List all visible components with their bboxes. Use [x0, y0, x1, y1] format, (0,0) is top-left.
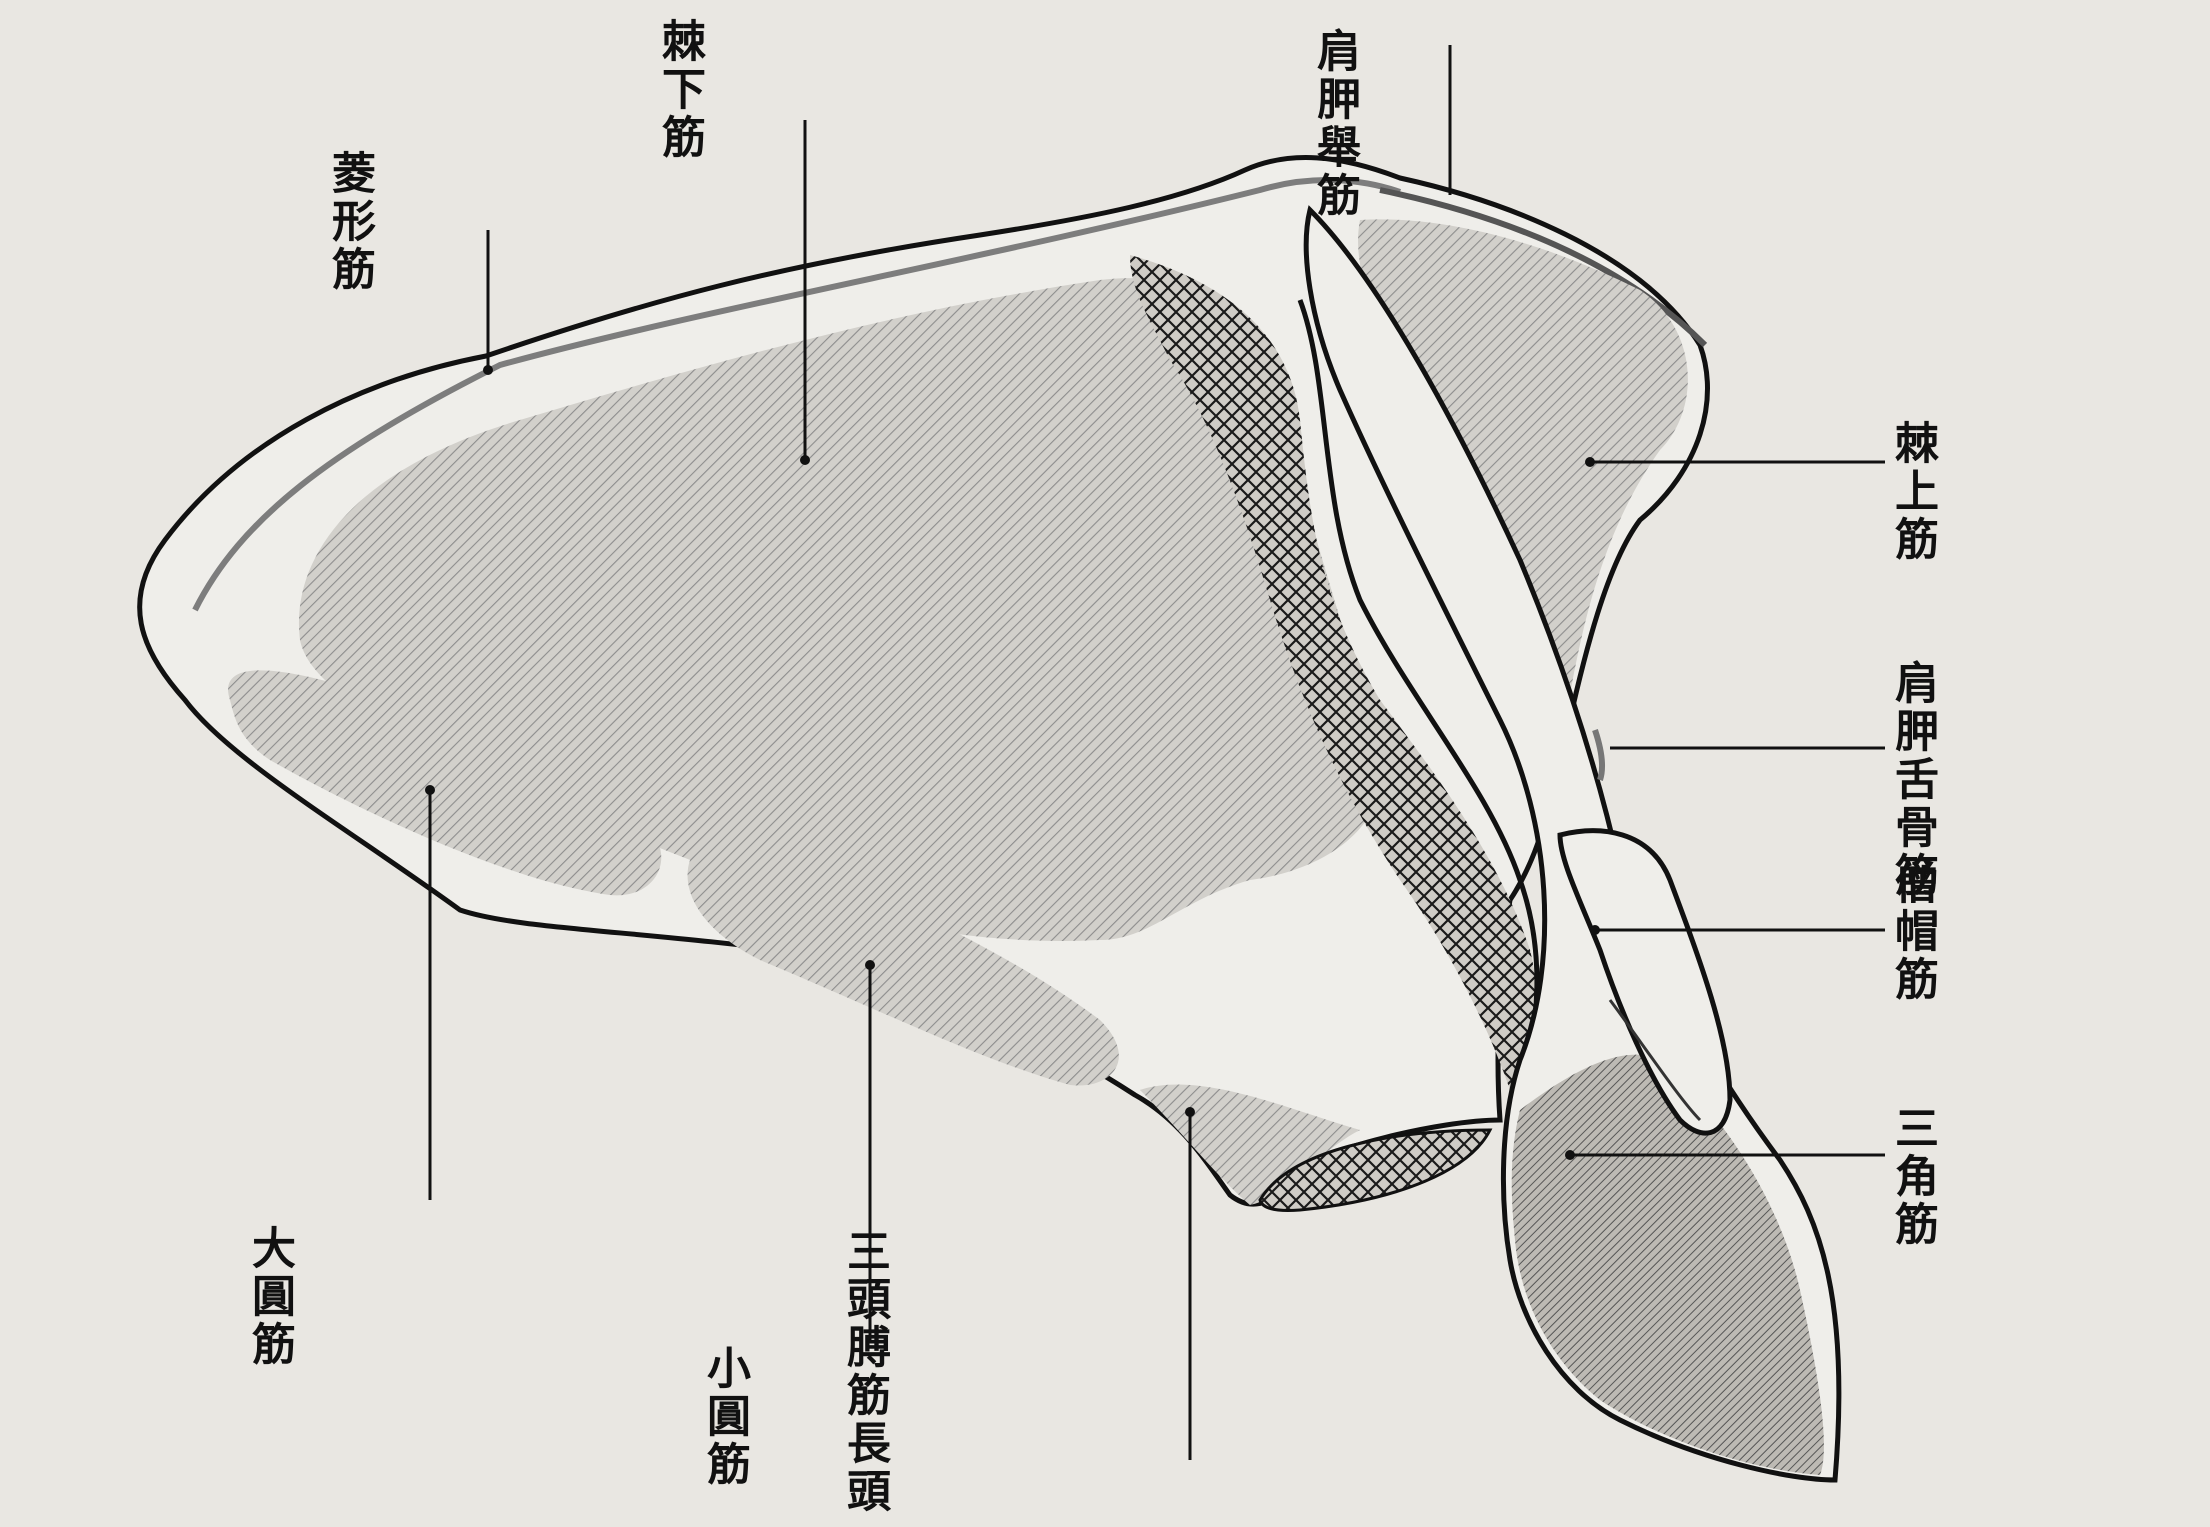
label-teres-minor: 小圓筋	[700, 1345, 748, 1489]
label-deltoid: 三角筋	[1888, 1105, 1936, 1249]
label-supraspinatus: 棘上筋	[1888, 420, 1936, 564]
label-teres-major: 大圓筋	[245, 1225, 293, 1369]
label-rhomboid: 菱形筋	[325, 150, 373, 294]
deltoid-area	[1512, 1055, 1824, 1475]
label-triceps-long-head: 三頭膊筋長頭	[840, 1228, 888, 1516]
label-levator-scapulae: 肩胛舉筋	[1310, 28, 1358, 220]
label-infraspinatus: 棘下筋	[655, 18, 703, 162]
label-trapezius: 僧帽筋	[1888, 860, 1936, 1004]
